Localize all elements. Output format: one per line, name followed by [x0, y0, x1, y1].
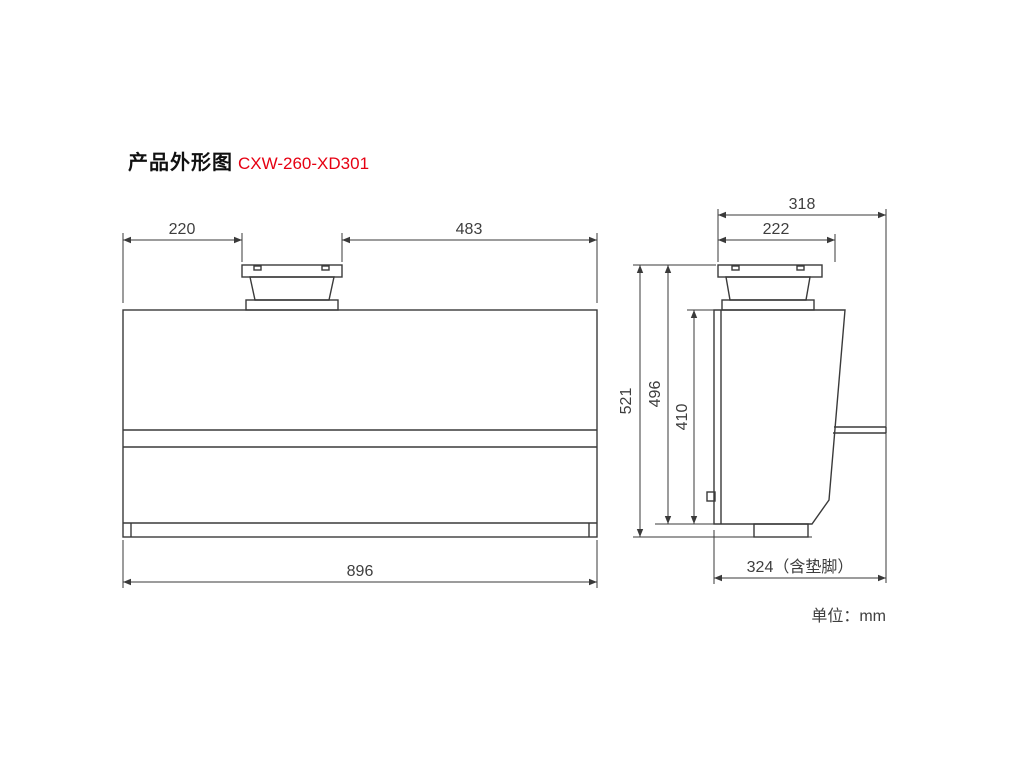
dim-label-324: 324（含垫脚） [747, 558, 854, 576]
side-duct-taper [725, 276, 811, 301]
dim-label-222: 222 [763, 221, 790, 238]
side-duct-notch [796, 265, 805, 271]
dim-front-width: 896 [122, 540, 598, 588]
model-number: CXW-260-XD301 [238, 154, 370, 173]
dim-height-body: 410 [674, 309, 714, 524]
side-duct-flange [717, 264, 823, 278]
side-duct-notch [731, 265, 740, 271]
side-latch [706, 491, 716, 502]
dim-height-total: 521 [618, 264, 812, 538]
dim-label-483: 483 [456, 221, 483, 238]
dim-side-depth-top: 222 [718, 221, 836, 262]
dim-label-896: 896 [347, 563, 374, 580]
dim-label-521: 521 [618, 388, 635, 415]
page-title: 产品外形图 CXW-260-XD301 [128, 146, 369, 175]
dim-label-410: 410 [674, 404, 691, 431]
dim-front-duct-left: 220 [122, 221, 243, 303]
drawing-title: 产品外形图 [128, 152, 233, 174]
front-duct-flange [241, 264, 343, 278]
front-duct-notch [253, 265, 262, 271]
dim-front-duct-right: 483 [341, 221, 598, 303]
front-duct-base [245, 299, 339, 311]
dim-side-depth-with-feet: 324（含垫脚） [713, 530, 886, 584]
dim-label-220: 220 [169, 221, 196, 238]
side-foot [753, 523, 809, 538]
dim-height-no-feet: 496 [647, 265, 714, 525]
side-duct-base [721, 299, 815, 311]
dim-side-depth-total: 318 [717, 196, 887, 583]
unit-label: 单位：mm [811, 607, 886, 625]
front-view-outline [122, 264, 598, 538]
side-view-outline [706, 264, 887, 538]
front-duct-taper [249, 276, 335, 301]
dim-label-496: 496 [647, 381, 664, 408]
dim-label-318: 318 [789, 196, 816, 213]
side-body [713, 309, 846, 525]
front-body [122, 309, 598, 538]
front-duct-notch [321, 265, 330, 271]
